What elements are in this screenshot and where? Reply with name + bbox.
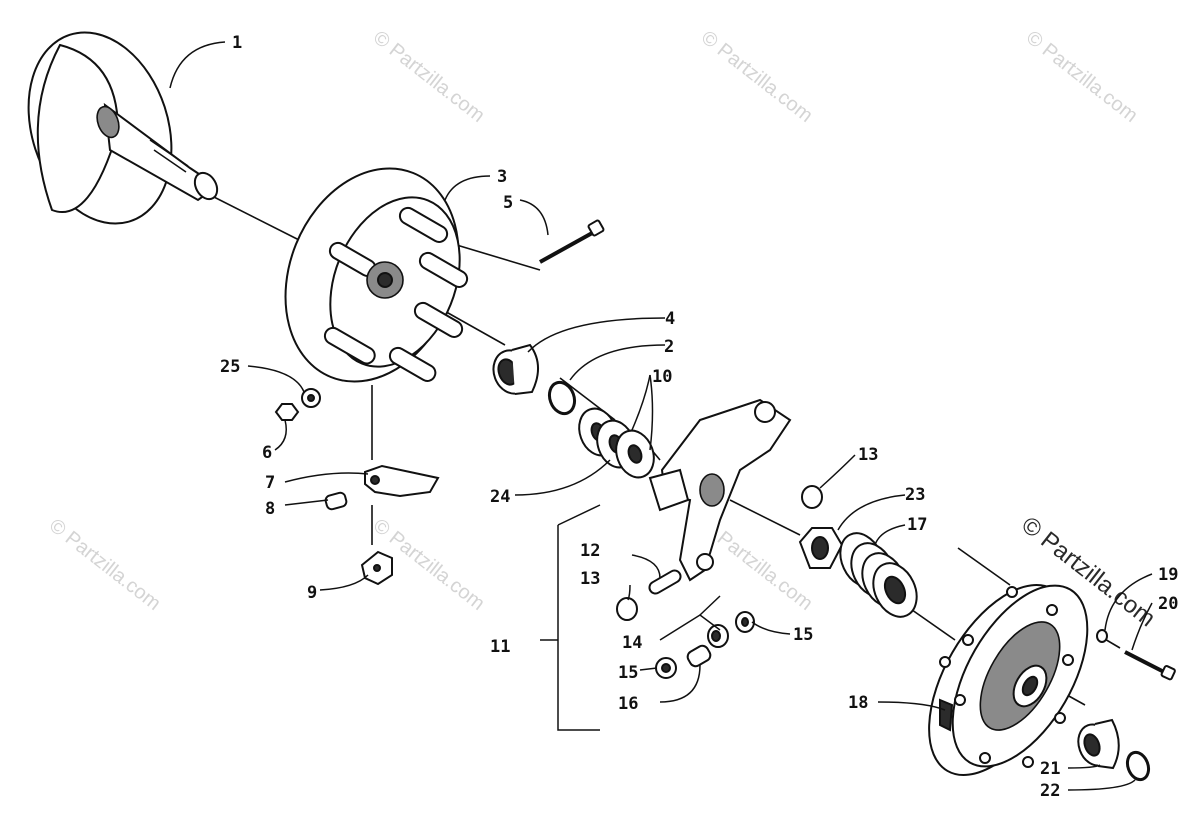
callout-22: 22 (1040, 781, 1060, 801)
callout-16: 16 (618, 694, 638, 714)
part-25-washer (301, 388, 321, 408)
watermark: © Partzilla.com (45, 515, 165, 615)
part-10-washers (578, 407, 655, 479)
part-4-bushing (492, 343, 539, 395)
callout-19: 19 (1158, 565, 1178, 585)
part-18-cover (928, 584, 1089, 776)
callout-25: 25 (220, 357, 240, 377)
part-12-pin (648, 569, 682, 595)
watermark: © Partzilla.com (1022, 27, 1142, 127)
callout-labels: 1 2 3 4 5 6 7 8 9 10 11 12 13 13 14 15 1… (220, 33, 1178, 801)
callout-10: 10 (652, 367, 672, 387)
callout-20: 20 (1158, 594, 1178, 614)
part-7-cam-weight (364, 464, 440, 498)
callout-12: 12 (580, 541, 600, 561)
part-14-bushing (707, 624, 729, 648)
callout-6: 6 (262, 443, 272, 463)
callout-11: 11 (490, 637, 510, 657)
callout-23: 23 (905, 485, 925, 505)
part-16-roller (686, 644, 712, 668)
callout-15-left: 15 (618, 663, 638, 683)
part-19-washer (1096, 629, 1108, 643)
watermark: © Partzilla.com (697, 27, 817, 127)
callout-1: 1 (232, 33, 242, 53)
callout-7: 7 (265, 473, 275, 493)
part-5-bolt (539, 219, 605, 264)
part-15-washer-left (655, 657, 677, 679)
part-8-bushing (324, 491, 348, 511)
watermark-group: © Partzilla.com © Partzilla.com © Partzi… (45, 27, 1160, 633)
callout-14: 14 (622, 633, 642, 653)
callout-3: 3 (497, 167, 507, 187)
part-23-nut (798, 527, 844, 569)
part-9-clip (360, 550, 393, 586)
part-11-spider-assembly (648, 398, 792, 582)
part-21-bushing (1077, 718, 1120, 770)
part-2-snap-ring (547, 380, 577, 416)
part-20-bolt (1124, 650, 1176, 681)
part-13-roller-upper (801, 485, 823, 509)
part-13-roller-lower (616, 597, 638, 621)
part-22-snap-ring (1125, 750, 1151, 782)
callout-17: 17 (907, 515, 927, 535)
watermark: © Partzilla.com (369, 27, 489, 127)
callout-13-upper: 13 (858, 445, 878, 465)
part-17-spring (839, 532, 918, 618)
callout-18: 18 (848, 693, 868, 713)
callout-13-lower: 13 (580, 569, 600, 589)
callout-24: 24 (490, 487, 510, 507)
leader-lines (169, 41, 1153, 791)
part-1-fixed-sheave (27, 31, 219, 225)
callout-4: 4 (665, 309, 675, 329)
callout-9: 9 (307, 583, 317, 603)
callout-21: 21 (1040, 759, 1060, 779)
callout-8: 8 (265, 499, 275, 519)
part-3-movable-sheave (284, 167, 469, 383)
callout-5: 5 (503, 193, 513, 213)
callout-2: 2 (664, 337, 674, 357)
part-15-washer-right (735, 611, 755, 633)
callout-15-right: 15 (793, 625, 813, 645)
part-6-nut (274, 403, 300, 421)
